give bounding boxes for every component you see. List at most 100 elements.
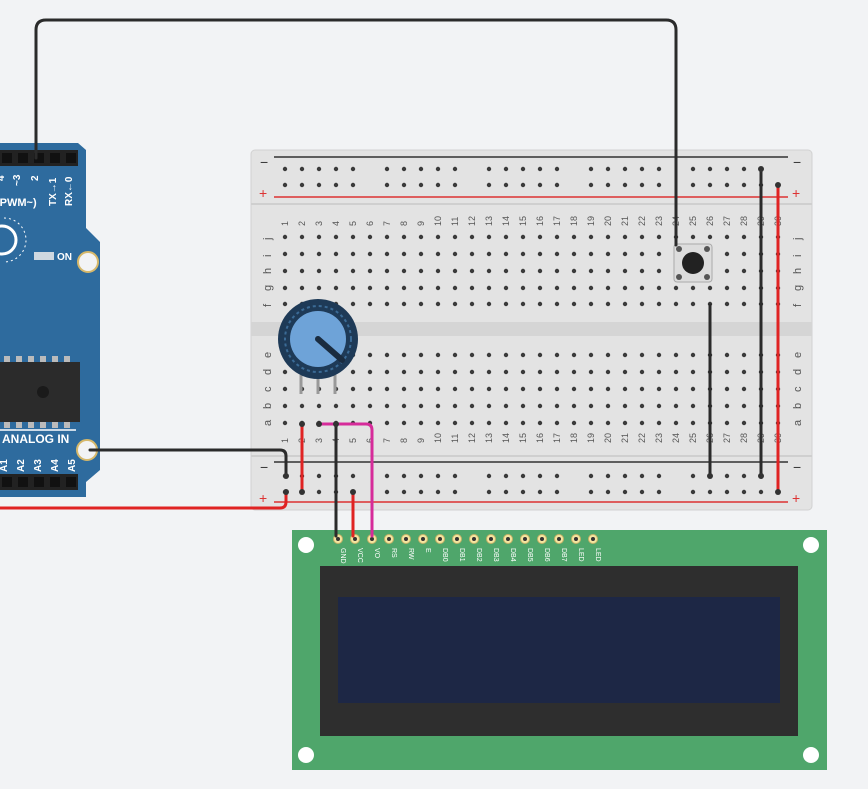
breadboard-hole[interactable] bbox=[486, 251, 492, 257]
rail-hole[interactable] bbox=[724, 489, 730, 495]
rail-hole[interactable] bbox=[707, 182, 713, 188]
breadboard-hole[interactable] bbox=[316, 285, 322, 291]
breadboard-hole[interactable] bbox=[503, 352, 509, 358]
breadboard-hole[interactable] bbox=[350, 301, 356, 307]
rail-hole[interactable] bbox=[554, 182, 560, 188]
breadboard-hole[interactable] bbox=[656, 301, 662, 307]
breadboard-hole[interactable] bbox=[418, 403, 424, 409]
breadboard-hole[interactable] bbox=[435, 268, 441, 274]
wire-black-arduino-to-button[interactable] bbox=[34, 18, 678, 247]
breadboard-hole[interactable] bbox=[503, 301, 509, 307]
header-pin[interactable] bbox=[66, 153, 76, 163]
breadboard-hole[interactable] bbox=[401, 251, 407, 257]
rail-hole[interactable] bbox=[622, 489, 628, 495]
breadboard-hole[interactable] bbox=[401, 234, 407, 240]
breadboard-hole[interactable] bbox=[384, 369, 390, 375]
breadboard-hole[interactable] bbox=[622, 301, 628, 307]
rail-hole[interactable] bbox=[588, 489, 594, 495]
breadboard-hole[interactable] bbox=[588, 285, 594, 291]
breadboard-hole[interactable] bbox=[690, 386, 696, 392]
breadboard-hole[interactable] bbox=[367, 386, 373, 392]
rail-hole[interactable] bbox=[452, 166, 458, 172]
rail-hole[interactable] bbox=[605, 166, 611, 172]
rail-hole[interactable] bbox=[452, 473, 458, 479]
breadboard-hole[interactable] bbox=[299, 403, 305, 409]
breadboard-hole[interactable] bbox=[418, 234, 424, 240]
rail-hole[interactable] bbox=[707, 489, 713, 495]
rail-hole[interactable] bbox=[537, 166, 543, 172]
rail-hole[interactable] bbox=[639, 166, 645, 172]
breadboard-hole[interactable] bbox=[435, 301, 441, 307]
breadboard-hole[interactable] bbox=[401, 369, 407, 375]
breadboard-hole[interactable] bbox=[469, 386, 475, 392]
breadboard-hole[interactable] bbox=[282, 234, 288, 240]
breadboard-hole[interactable] bbox=[350, 234, 356, 240]
breadboard-hole[interactable] bbox=[282, 301, 288, 307]
breadboard-hole[interactable] bbox=[401, 352, 407, 358]
breadboard-hole[interactable] bbox=[707, 234, 713, 240]
rail-hole[interactable] bbox=[486, 473, 492, 479]
breadboard-hole[interactable] bbox=[486, 285, 492, 291]
rail-hole[interactable] bbox=[690, 473, 696, 479]
breadboard-hole[interactable] bbox=[554, 403, 560, 409]
breadboard-hole[interactable] bbox=[724, 403, 730, 409]
breadboard-hole[interactable] bbox=[282, 420, 288, 426]
breadboard-hole[interactable] bbox=[571, 386, 577, 392]
breadboard-hole[interactable] bbox=[401, 386, 407, 392]
breadboard-hole[interactable] bbox=[384, 251, 390, 257]
breadboard-hole[interactable] bbox=[367, 285, 373, 291]
rail-hole[interactable] bbox=[622, 166, 628, 172]
rail-hole[interactable] bbox=[503, 473, 509, 479]
rail-hole[interactable] bbox=[350, 166, 356, 172]
breadboard-hole[interactable] bbox=[639, 420, 645, 426]
breadboard-hole[interactable] bbox=[350, 369, 356, 375]
rail-hole[interactable] bbox=[384, 489, 390, 495]
breadboard-hole[interactable] bbox=[486, 352, 492, 358]
breadboard-hole[interactable] bbox=[520, 251, 526, 257]
breadboard-hole[interactable] bbox=[724, 268, 730, 274]
rail-hole[interactable] bbox=[316, 182, 322, 188]
breadboard-hole[interactable] bbox=[724, 386, 730, 392]
breadboard-hole[interactable] bbox=[571, 234, 577, 240]
breadboard-hole[interactable] bbox=[435, 352, 441, 358]
breadboard-hole[interactable] bbox=[299, 251, 305, 257]
breadboard-hole[interactable] bbox=[367, 369, 373, 375]
breadboard-hole[interactable] bbox=[622, 251, 628, 257]
breadboard-hole[interactable] bbox=[299, 268, 305, 274]
breadboard-hole[interactable] bbox=[537, 420, 543, 426]
breadboard-hole[interactable] bbox=[537, 403, 543, 409]
breadboard-hole[interactable] bbox=[486, 369, 492, 375]
breadboard-hole[interactable] bbox=[401, 268, 407, 274]
breadboard-hole[interactable] bbox=[673, 386, 679, 392]
breadboard-hole[interactable] bbox=[333, 251, 339, 257]
breadboard-hole[interactable] bbox=[333, 234, 339, 240]
breadboard-hole[interactable] bbox=[435, 403, 441, 409]
rail-hole[interactable] bbox=[588, 166, 594, 172]
breadboard-hole[interactable] bbox=[741, 268, 747, 274]
breadboard-hole[interactable] bbox=[741, 420, 747, 426]
breadboard-hole[interactable] bbox=[571, 369, 577, 375]
breadboard-hole[interactable] bbox=[554, 268, 560, 274]
rail-hole[interactable] bbox=[554, 489, 560, 495]
breadboard-hole[interactable] bbox=[384, 403, 390, 409]
breadboard-hole[interactable] bbox=[605, 386, 611, 392]
breadboard-hole[interactable] bbox=[605, 369, 611, 375]
breadboard-hole[interactable] bbox=[520, 301, 526, 307]
breadboard-hole[interactable] bbox=[639, 352, 645, 358]
breadboard-hole[interactable] bbox=[622, 420, 628, 426]
rail-hole[interactable] bbox=[554, 166, 560, 172]
button-cap-icon[interactable] bbox=[682, 252, 704, 274]
breadboard-hole[interactable] bbox=[656, 234, 662, 240]
breadboard-hole[interactable] bbox=[503, 285, 509, 291]
rail-hole[interactable] bbox=[452, 182, 458, 188]
breadboard-hole[interactable] bbox=[299, 234, 305, 240]
header-pin[interactable] bbox=[50, 477, 60, 487]
breadboard-hole[interactable] bbox=[520, 268, 526, 274]
rail-hole[interactable] bbox=[690, 166, 696, 172]
breadboard-hole[interactable] bbox=[707, 285, 713, 291]
breadboard[interactable]: − + − + − + − + 112233445566778899101011… bbox=[250, 149, 813, 511]
breadboard-hole[interactable] bbox=[673, 301, 679, 307]
breadboard-hole[interactable] bbox=[469, 301, 475, 307]
breadboard-hole[interactable] bbox=[350, 386, 356, 392]
breadboard-hole[interactable] bbox=[367, 403, 373, 409]
